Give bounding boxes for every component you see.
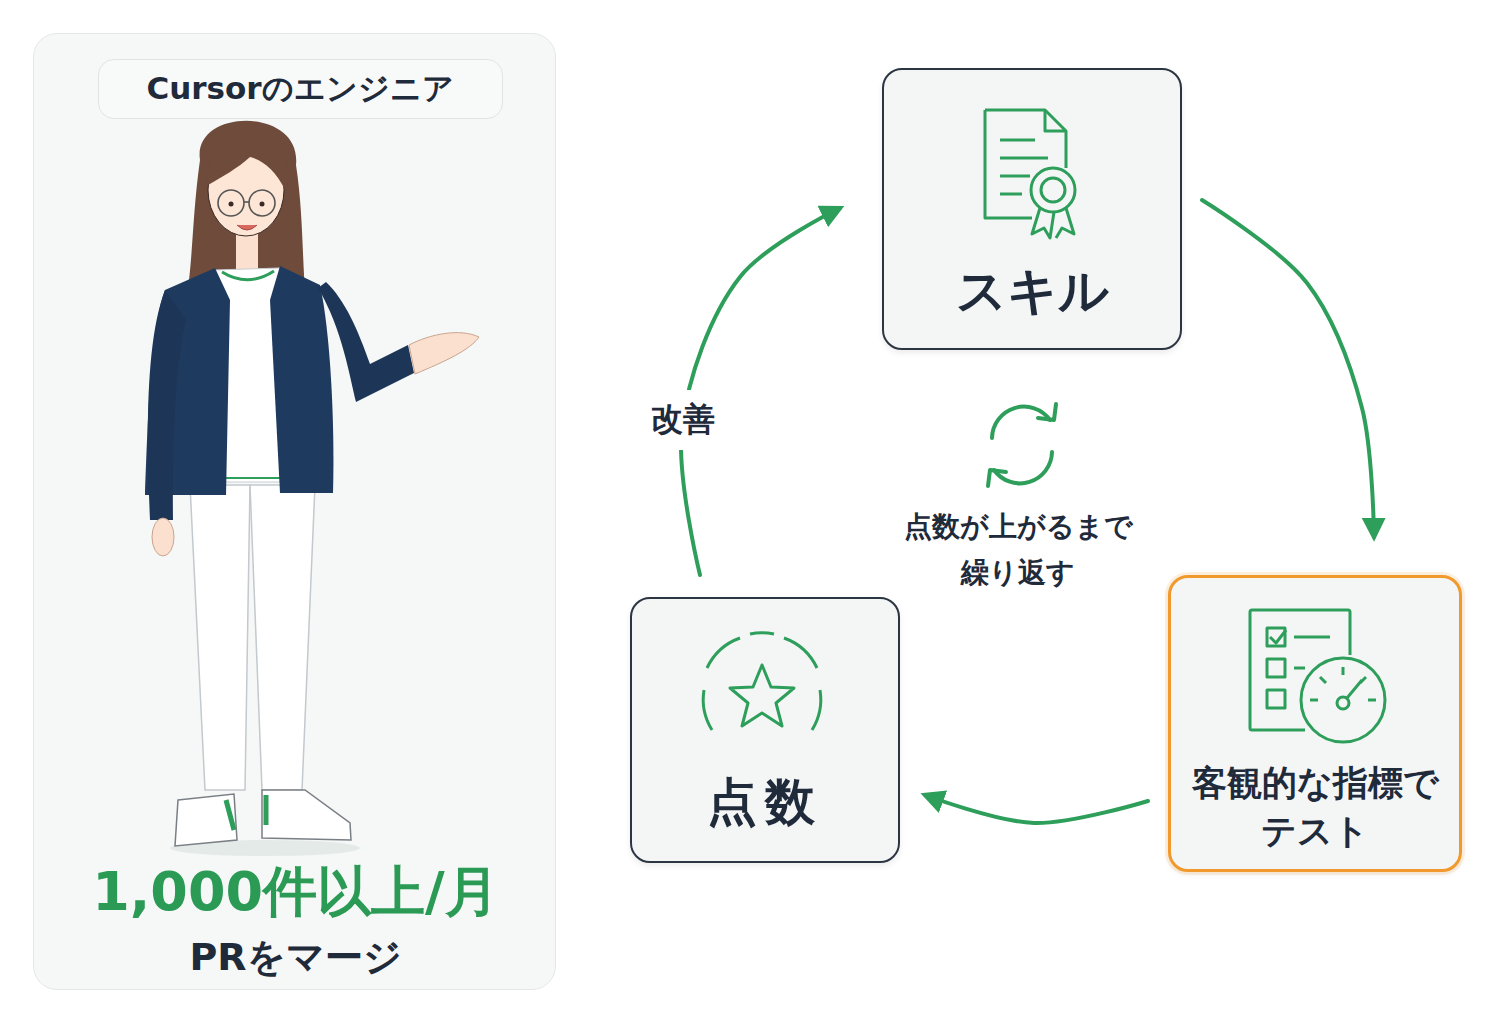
- role-pill: Cursorのエンジニア: [98, 59, 503, 119]
- process-box: スキル: [882, 68, 1182, 350]
- node-text: 1,000件以上/月: [34, 860, 557, 924]
- cycle-arrow: [681, 208, 840, 575]
- repeat-icon-part: [988, 470, 1006, 486]
- edge-label: 改善: [647, 390, 719, 450]
- node-text: スキル: [884, 260, 1180, 322]
- process-box: 点数: [630, 597, 900, 863]
- cycle-note: 点数が上がるまで 繰り返す: [898, 504, 1138, 596]
- node-text: PRをマージ: [34, 934, 557, 980]
- cycle-arrow: [1202, 200, 1374, 537]
- repeat-icon-part: [992, 407, 1050, 438]
- node-text: 客観的な指標でテスト: [1185, 759, 1445, 855]
- process-box-highlight: 客観的な指標でテスト: [1168, 575, 1462, 872]
- repeat-icon: [988, 404, 1056, 486]
- repeat-icon-part: [1038, 404, 1056, 420]
- node-text: Cursorのエンジニア: [99, 60, 501, 117]
- cycle-arrow: [925, 795, 1148, 823]
- engineer-card: Cursorのエンジニア 1,000件以上/月 PRをマージ: [33, 33, 556, 990]
- repeat-icon-part: [994, 452, 1052, 483]
- node-text: 点数: [632, 771, 898, 833]
